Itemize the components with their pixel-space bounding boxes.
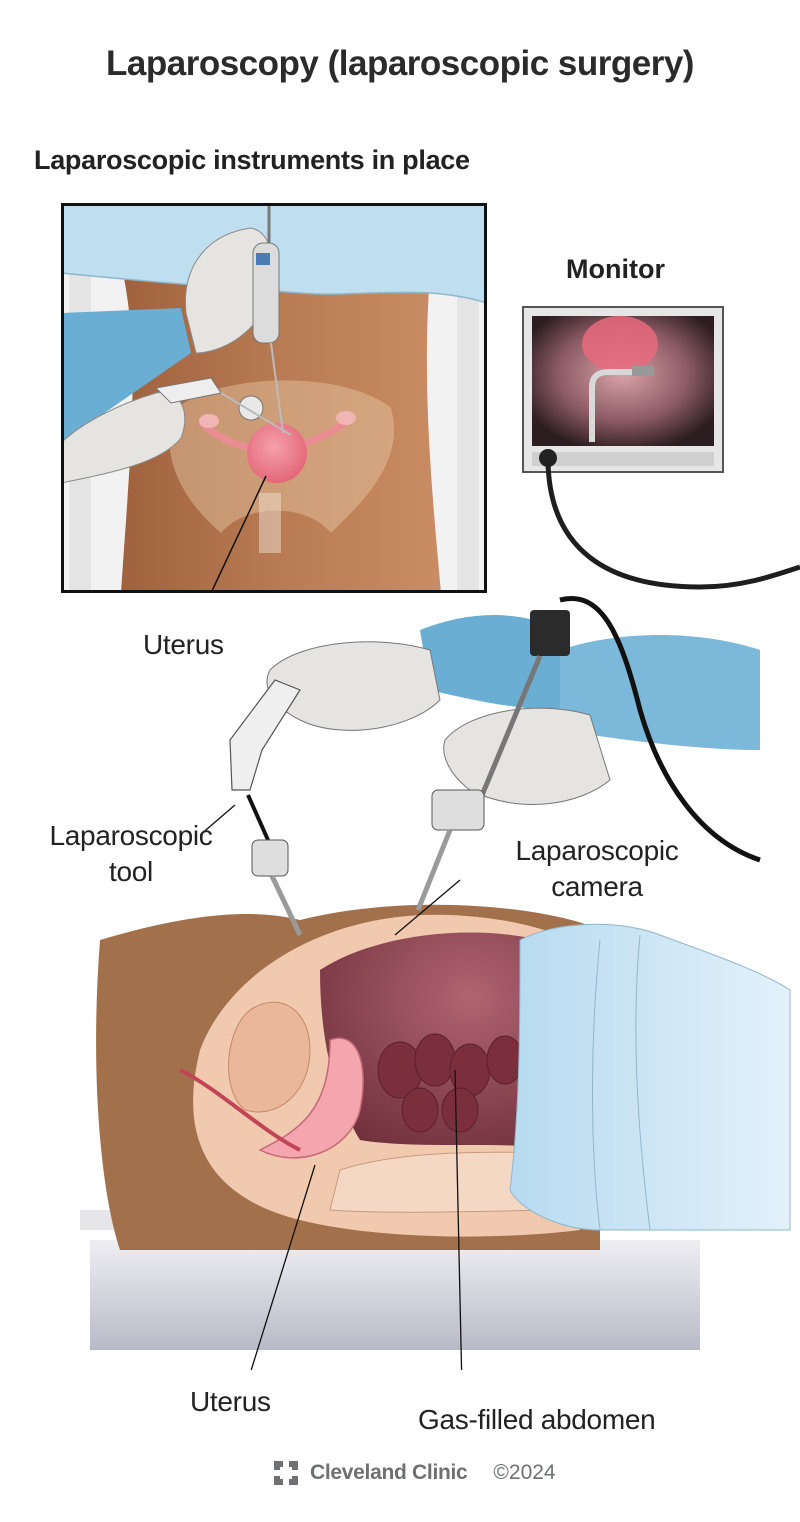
cleveland-clinic-logo-icon (272, 1459, 300, 1487)
side-view-illustration (0, 590, 800, 1370)
label-laparoscopic-tool-line1: Laparoscopic (49, 820, 213, 851)
label-laparoscopic-tool: Laparoscopic tool (36, 818, 226, 890)
monitor-illustration (520, 302, 800, 592)
footer-brand: Cleveland Clinic (310, 1461, 468, 1484)
monitor-label: Monitor (566, 254, 665, 284)
label-laparoscopic-camera: Laparoscopic camera (497, 833, 697, 905)
label-gas-filled-abdomen: Gas-filled abdomen (418, 1404, 656, 1435)
frontal-view-illustration (61, 203, 487, 593)
label-uterus-bottom: Uterus (190, 1386, 271, 1417)
footer-copyright: ©2024 (493, 1461, 556, 1484)
label-uterus-top: Uterus (143, 629, 224, 660)
label-laparoscopic-tool-line2: tool (109, 855, 153, 887)
footer: Cleveland Clinic ©2024 (272, 1459, 556, 1487)
section-subtitle: Laparoscopic instruments in place (34, 145, 470, 175)
label-laparoscopic-camera-line2: camera (551, 870, 643, 902)
label-laparoscopic-camera-line1: Laparoscopic (515, 835, 679, 866)
page-title: Laparoscopy (laparoscopic surgery) (106, 44, 694, 83)
